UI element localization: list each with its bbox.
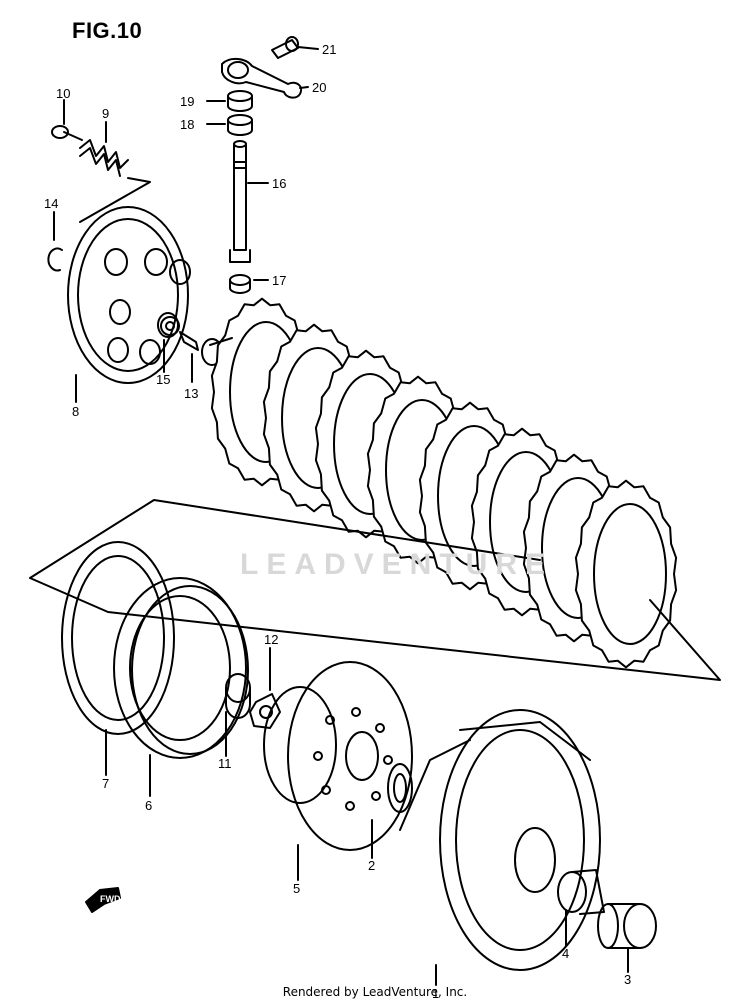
callout-19: 19 [180, 94, 194, 109]
callout-9: 9 [102, 106, 109, 121]
bracket-line [209, 337, 233, 346]
part-5-clutch-hub [263, 661, 413, 881]
callout-5: 5 [293, 881, 300, 896]
clutch-plate-inner [593, 503, 667, 645]
part-21-bolt [271, 36, 319, 59]
part-3-spacer [597, 903, 657, 973]
callout-3: 3 [624, 972, 631, 987]
clutch-plate-outer [574, 479, 678, 669]
render-credit: Rendered by LeadVenture, Inc. [282, 985, 468, 999]
figure-title: FIG.10 [72, 18, 143, 43]
part-14-circlip [47, 211, 63, 272]
part-8-pressure-plate [67, 206, 191, 403]
callout-10: 10 [56, 86, 70, 101]
callout-16: 16 [272, 176, 286, 191]
part-7-plate [61, 541, 175, 776]
callout-20: 20 [312, 80, 326, 95]
callout-13: 13 [184, 386, 198, 401]
forward-arrow-icon: FWD [85, 887, 121, 913]
callout-2: 2 [368, 858, 375, 873]
callout-18: 18 [180, 117, 194, 132]
part-12-washer [249, 647, 281, 729]
callout-8: 8 [72, 404, 79, 419]
callout-6: 6 [145, 798, 152, 813]
part-17-bearing [229, 274, 269, 294]
part-4-bearing [557, 869, 605, 947]
callout-11: 11 [218, 756, 232, 771]
callout-7: 7 [102, 776, 109, 791]
part-1-clutch-housing [399, 709, 601, 986]
callout-17: 17 [272, 273, 286, 288]
part-9-spring [79, 121, 151, 223]
svg-text:FWD: FWD [100, 894, 121, 904]
callout-15: 15 [156, 372, 170, 387]
part-16-release-shaft [229, 140, 269, 263]
callout-labels: 21 20 19 18 16 17 10 9 14 15 13 8 12 11 … [44, 42, 631, 1001]
part-10-bolt [51, 99, 83, 141]
part-6-plate [113, 577, 249, 797]
callout-12: 12 [264, 632, 278, 647]
part-15-bearing [160, 316, 180, 373]
callout-1: 1 [432, 986, 439, 1001]
callout-21: 21 [322, 42, 336, 57]
clutch-plate-stack [210, 297, 678, 669]
part-11-spacer [225, 673, 251, 757]
part-20-release-arm [221, 58, 309, 99]
part-19-bearing [206, 90, 253, 112]
bracket-outline [29, 499, 721, 681]
watermark: LEADVENTURE [240, 548, 554, 581]
callout-14: 14 [44, 196, 58, 211]
part-2-thrust-washer [371, 763, 413, 859]
callout-4: 4 [562, 946, 569, 961]
part-18-oil-seal [206, 114, 253, 136]
